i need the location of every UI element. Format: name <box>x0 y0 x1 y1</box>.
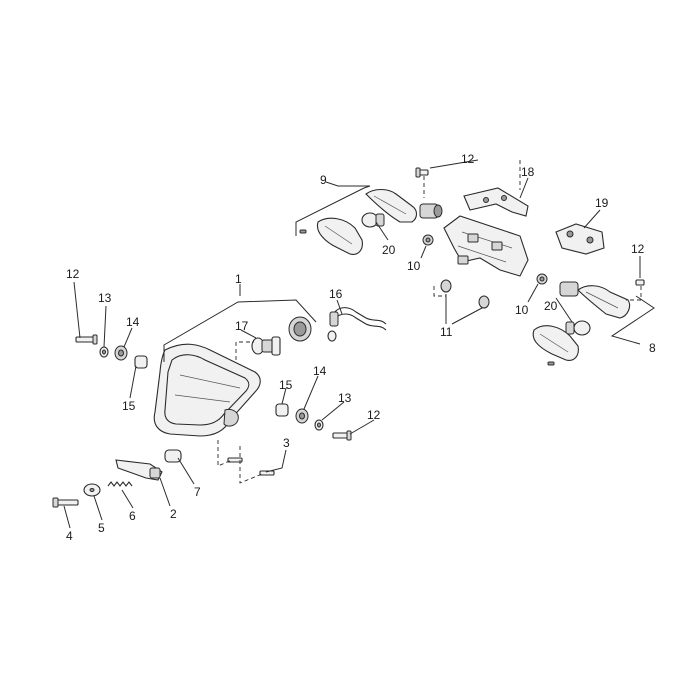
callout-8: 8 <box>649 341 656 355</box>
callout-14-right: 14 <box>313 364 327 378</box>
assembly-guides <box>235 160 642 360</box>
screw-right <box>332 430 352 441</box>
callout-15-right: 15 <box>279 378 293 392</box>
grommet-lower-right <box>478 295 490 309</box>
screw-left <box>75 334 98 345</box>
adjuster-spring <box>107 481 133 487</box>
callout-7: 7 <box>194 485 201 499</box>
headlight-housing <box>153 343 261 437</box>
indicator-bulb-left <box>361 212 385 228</box>
bulb-socket-cap <box>288 316 312 342</box>
callout-10-right: 10 <box>515 303 529 317</box>
callout-9: 9 <box>320 173 327 187</box>
adjuster-bracket <box>115 459 163 481</box>
screw-top <box>415 167 429 178</box>
callout-18: 18 <box>521 165 535 179</box>
grommet-right <box>295 408 309 424</box>
rear-mount-bracket <box>443 215 529 277</box>
indicator-bulb-right <box>565 320 591 336</box>
callout-3: 3 <box>283 436 290 450</box>
wiring-harness <box>327 307 387 342</box>
callout-11: 11 <box>440 325 453 339</box>
callout-1: 1 <box>235 272 242 286</box>
callout-12-right: 12 <box>631 242 645 256</box>
callout-4: 4 <box>66 529 73 543</box>
callout-13-left: 13 <box>98 291 112 305</box>
callout-5: 5 <box>98 521 105 535</box>
screw-right-upper <box>635 279 645 286</box>
grommet-left <box>114 345 128 361</box>
callout-16: 16 <box>329 287 343 301</box>
headlight-bulb <box>251 336 281 356</box>
adjuster-screw <box>52 497 79 508</box>
plate-bracket-upper <box>463 187 529 217</box>
nut-left <box>422 234 434 246</box>
adjuster-sleeve <box>164 449 182 463</box>
callout-20-right: 20 <box>544 299 558 313</box>
callout-15-left: 15 <box>122 399 136 413</box>
small-screws <box>299 229 555 366</box>
plate-bracket-right <box>555 223 605 255</box>
headlight-screws <box>217 440 275 484</box>
adjuster-washer <box>83 483 101 497</box>
grommet-lower-left <box>440 279 452 293</box>
leader-lines <box>63 159 655 529</box>
callout-14-left: 14 <box>126 315 140 329</box>
callout-19: 19 <box>595 196 609 210</box>
callout-2: 2 <box>170 507 177 521</box>
nut-right <box>536 273 548 285</box>
indicator-lens-right <box>532 325 579 361</box>
indicator-housing-left <box>365 188 443 223</box>
callout-13-right: 13 <box>338 391 352 405</box>
spacer-right <box>275 403 289 417</box>
callout-17: 17 <box>235 319 249 333</box>
washer-right <box>314 419 324 431</box>
callout-12-left: 12 <box>66 267 80 281</box>
callout-10-left: 10 <box>407 259 421 273</box>
callout-12-bottom: 12 <box>367 408 381 422</box>
callout-12-top: 12 <box>461 152 475 166</box>
callout-6: 6 <box>129 509 136 523</box>
washer-left <box>99 346 109 358</box>
callout-20-left: 20 <box>382 243 396 257</box>
spacer-left <box>134 355 148 369</box>
indicator-lens-left <box>316 217 363 255</box>
indicator-housing-right <box>559 281 631 319</box>
